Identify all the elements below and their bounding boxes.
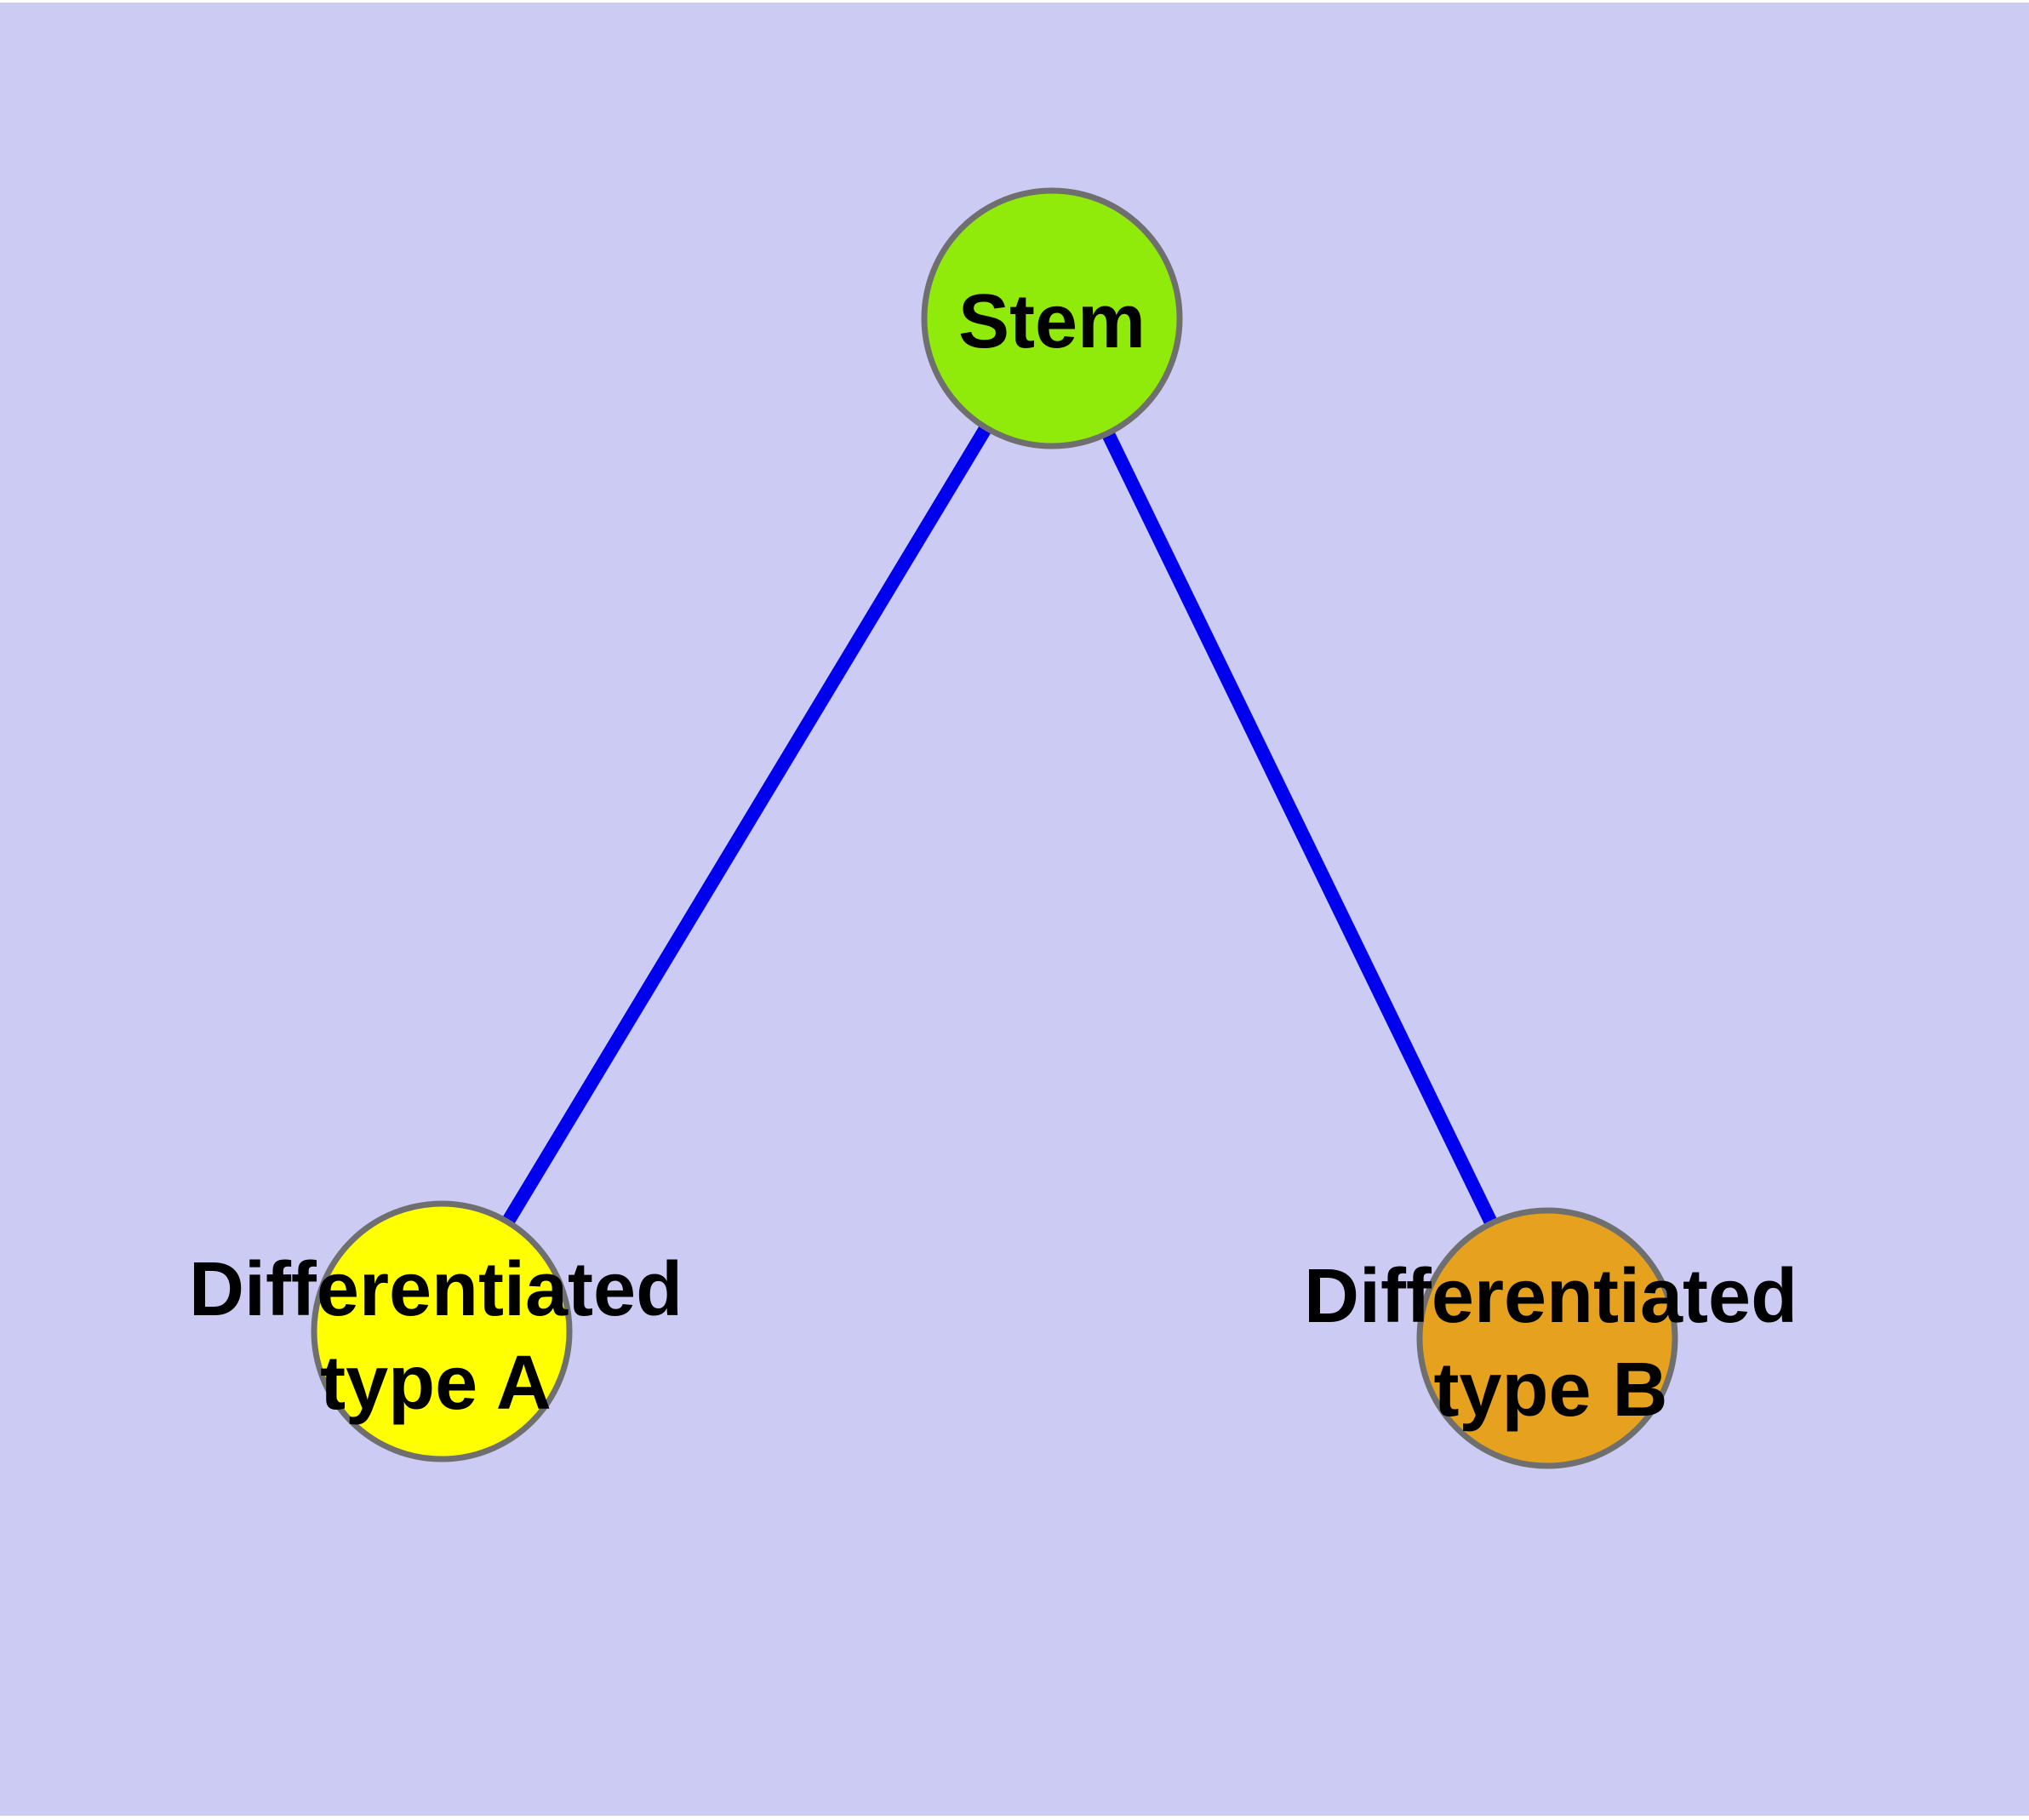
edge-stem-to-type-a	[436, 314, 1058, 1336]
node-type-a	[311, 1200, 573, 1462]
node-label-type-a: Differentiated type A	[188, 1247, 683, 1426]
node-type-b	[1416, 1207, 1678, 1469]
node-label-stem: Stem	[957, 279, 1146, 364]
node-stem	[921, 187, 1183, 449]
node-label-type-b: Differentiated type B	[1303, 1254, 1798, 1433]
edge-stem-to-type-b	[1045, 315, 1554, 1342]
